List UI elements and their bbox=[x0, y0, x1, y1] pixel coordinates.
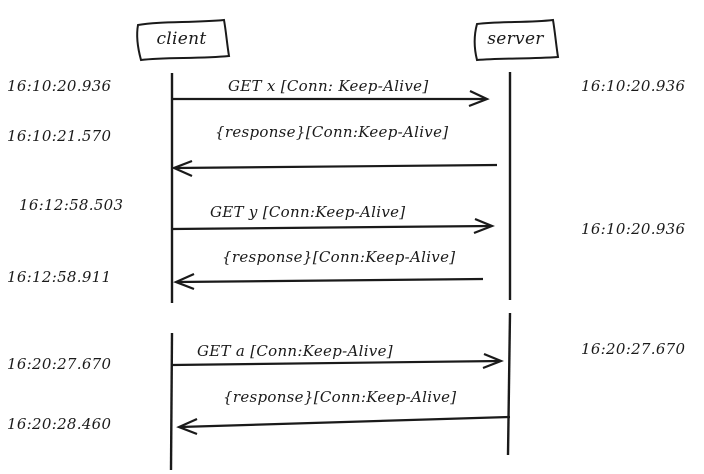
message-label: {response}[Conn:Keep-Alive] bbox=[222, 248, 456, 266]
message-label: GET a [Conn:Keep-Alive] bbox=[197, 342, 393, 360]
timestamp-right: 16:10:20.936 bbox=[581, 77, 686, 95]
actor-label-server: server bbox=[487, 29, 544, 49]
timestamp-left: 16:10:21.570 bbox=[7, 127, 112, 145]
timestamp-left: 16:20:28.460 bbox=[7, 415, 112, 433]
server-lifeline-lower bbox=[506, 312, 512, 456]
timestamp-left: 16:12:58.911 bbox=[7, 268, 112, 286]
message-5-arrowhead-icon bbox=[482, 352, 504, 370]
message-3-arrow-line bbox=[171, 224, 492, 231]
message-label: GET y [Conn:Keep-Alive] bbox=[210, 203, 406, 221]
message-6-arrowhead-icon bbox=[176, 417, 198, 436]
message-2-arrow-line bbox=[174, 163, 498, 170]
timestamp-right: 16:10:20.936 bbox=[581, 220, 686, 238]
message-3-arrowhead-icon bbox=[473, 217, 495, 235]
message-1-arrowhead-icon bbox=[468, 90, 490, 108]
message-6-arrow-line bbox=[179, 415, 511, 429]
message-4-arrowhead-icon bbox=[173, 272, 195, 291]
timestamp-left: 16:12:58.503 bbox=[19, 196, 124, 214]
actor-label-client: client bbox=[156, 29, 207, 49]
message-5-arrow-line bbox=[171, 359, 501, 367]
timestamp-left: 16:10:20.936 bbox=[7, 77, 112, 95]
message-2-arrowhead-icon bbox=[171, 159, 193, 178]
message-label: {response}[Conn:Keep-Alive] bbox=[223, 388, 457, 406]
message-label: {response}[Conn:Keep-Alive] bbox=[215, 123, 449, 141]
client-lifeline-lower bbox=[169, 332, 174, 471]
timestamp-right: 16:20:27.670 bbox=[581, 340, 686, 358]
server-actor-box bbox=[473, 18, 560, 62]
message-label: GET x [Conn: Keep-Alive] bbox=[228, 77, 429, 95]
client-actor-box bbox=[136, 18, 231, 62]
message-4-arrow-line bbox=[176, 277, 484, 284]
timestamp-left: 16:20:27.670 bbox=[7, 355, 112, 373]
